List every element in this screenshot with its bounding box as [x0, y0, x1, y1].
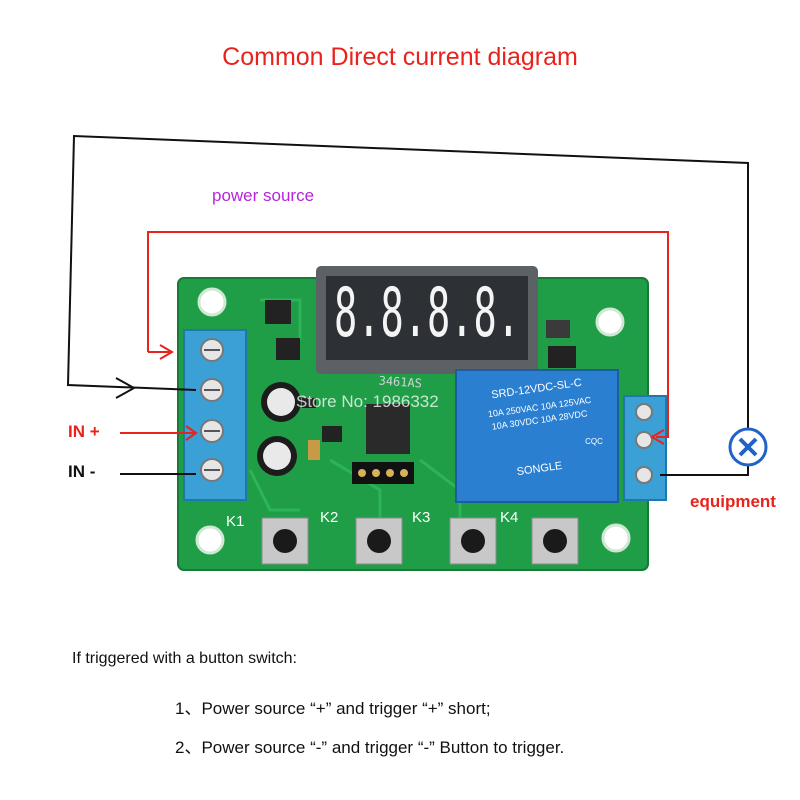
note-item: 1、Power source “+” and trigger “+” short… [175, 699, 491, 718]
mounting-hole [601, 523, 631, 553]
terminal-screw [635, 403, 653, 421]
button-k3: K3 [412, 509, 497, 565]
mounting-hole [197, 287, 227, 317]
in-minus-label: IN - [68, 462, 96, 481]
capacitors [257, 382, 301, 476]
button-k2: K2 [320, 509, 403, 565]
seven-segment-display: 8.8.8.8. 3461AS [316, 266, 538, 391]
diagram-title: Common Direct current diagram [222, 43, 578, 71]
relay: SRD-12VDC-SL-C 10A 250VAC 10A 125VAC 10A… [455, 369, 619, 503]
mounting-hole [595, 307, 625, 337]
terminal-screw [635, 431, 653, 449]
button-k4: K4 [500, 509, 579, 565]
output-terminal-block [623, 395, 667, 501]
svg-text:K4: K4 [500, 509, 518, 526]
in-plus-arrow [185, 425, 198, 441]
mounting-holes [195, 287, 631, 555]
terminal-screw [635, 466, 653, 484]
power-source-arrow-right [650, 429, 665, 445]
display-part-number: 3461AS [378, 374, 422, 391]
power-source-label: power source [212, 186, 315, 205]
input-terminal-block [183, 329, 247, 501]
svg-text:K1: K1 [226, 513, 244, 530]
small-components [265, 300, 576, 484]
note-item: 2、Power source “-” and trigger “-” Butto… [175, 738, 565, 757]
store-watermark: Store No: 1986332 [296, 392, 439, 411]
display-digits: 8.8.8.8. [334, 274, 520, 353]
power-source-wire [147, 231, 669, 438]
push-buttons: K1 K2 K3 K4 [226, 509, 579, 565]
equipment-loop-wire [66, 134, 749, 430]
in-plus-label: IN + [68, 422, 100, 441]
svg-text:CQC: CQC [585, 437, 603, 446]
svg-text:K2: K2 [320, 509, 338, 526]
mounting-hole [195, 525, 225, 555]
notes-heading: If triggered with a button switch: [72, 650, 297, 667]
equipment-symbol [728, 427, 768, 467]
equipment-label: equipment [690, 492, 776, 511]
svg-text:K3: K3 [412, 509, 430, 526]
equipment-loop-arrow [115, 377, 137, 399]
button-k1: K1 [226, 513, 309, 565]
